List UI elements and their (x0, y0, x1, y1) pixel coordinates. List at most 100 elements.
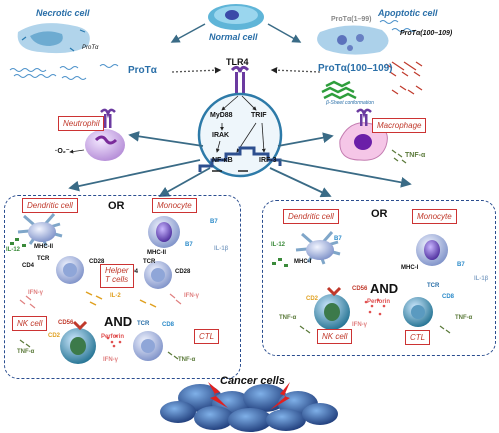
left-ctl-tnf-label: TNF-α (178, 357, 196, 363)
left-tcr-a-label: TCR (37, 256, 50, 262)
prota-fragment-marks (385, 61, 423, 95)
left-panel (4, 195, 241, 379)
left-nk-cell-label: NK cell (12, 316, 48, 331)
right-dendritic-cell-label: Dendritic cell (283, 209, 339, 224)
left-tcr-c-label: TCR (137, 321, 150, 327)
left-il2-label: IL-2 (110, 293, 121, 299)
right-il1b-label: IL-1β (474, 276, 489, 282)
right-b7-a-label: B7 (334, 236, 342, 242)
tnf-molecules-right (299, 325, 451, 334)
macrophage-label: Macrophage (372, 118, 427, 133)
left-tcr-b-label: TCR (143, 259, 156, 265)
il12-molecules-right (272, 258, 288, 267)
right-dendritic-cell-icon (295, 231, 341, 265)
left-monocyte-label: Monocyte (152, 198, 197, 213)
right-or-label: OR (371, 208, 388, 220)
irf3-label: IRF-3 (259, 157, 277, 164)
right-perforin-label: Perforin (367, 299, 391, 305)
right-monocyte-label: Monocyte (412, 209, 457, 224)
left-dendritic-cell-label: Dendritic cell (22, 198, 78, 213)
dna-strand-icon (198, 146, 282, 172)
right-tcr-label: TCR (427, 283, 440, 289)
necrotic-cell-icon (17, 23, 90, 54)
left-mhc-ii-a-label: MHC-II (34, 244, 53, 250)
right-ctl-label: CTL (405, 330, 431, 345)
arrow-superoxide (69, 149, 85, 154)
right-nk-cell-icon (314, 286, 350, 330)
right-il12-label: IL-12 (271, 242, 286, 248)
left-perforin-label: Perforin (101, 334, 125, 340)
prota-small-label: ProTα (82, 45, 99, 51)
apoptotic-cell-icon (317, 25, 389, 55)
cancer-cells-label: Cancer cells (220, 375, 285, 387)
arrow-to-left-panel-a (68, 159, 201, 192)
left-monocyte-icon (148, 216, 180, 248)
left-dendritic-cell-icon (17, 213, 63, 247)
right-cd56-label: CD56 (352, 286, 368, 292)
tlr4-receptor-icon (230, 65, 250, 94)
prota-fragment-squiggles (379, 20, 417, 32)
arrow-to-right-panel-b (279, 159, 412, 188)
left-cd8-label: CD8 (162, 322, 175, 328)
left-ctl-icon (133, 331, 163, 361)
nfkb-label: NF-κB (212, 157, 233, 164)
left-ifn-b-label: IFN-γ (184, 293, 199, 299)
tnf-molecules-macrophage (391, 149, 407, 164)
prota-100-109-small-label: ProTα(100–109) (400, 30, 453, 37)
irak-label: IRAK (212, 132, 230, 139)
il2-molecules (85, 291, 157, 308)
right-monocyte-icon (416, 234, 448, 266)
trif-label: TRIF (251, 112, 267, 119)
apoptotic-cell-label: Apoptotic cell (378, 8, 438, 18)
ifn-molecules-left (19, 293, 182, 309)
left-cd28-b-label: CD28 (175, 269, 191, 275)
left-helper-t-cell-b (144, 261, 172, 289)
right-nk-cell-label: NK cell (317, 329, 353, 344)
left-cd4-a-label: CD4 (22, 263, 35, 269)
left-nk-ifn-label: IFN-γ (103, 357, 118, 363)
arrow-to-left-panel-b (158, 167, 211, 197)
right-mhc-i-a-label: MHC-I (294, 259, 312, 265)
perforin-dots-right (364, 298, 386, 316)
arrow-to-neutrophil (128, 131, 204, 147)
prota-label: ProTα (128, 65, 157, 76)
arrow-to-macrophage (277, 132, 334, 147)
myd88-label: MyD88 (210, 112, 233, 119)
left-b7-mid-label: B7 (185, 242, 193, 248)
normal-cell-icon (208, 4, 264, 30)
arrow-prota-to-tlr4 (171, 66, 222, 74)
arrow-normal-to-necrotic (170, 23, 206, 43)
lightning-bolt-right-icon (270, 382, 290, 410)
macrophage-tnf-label: TNF-α (405, 152, 426, 159)
left-cd2-label: CD2 (48, 333, 61, 339)
perforin-dots-left (106, 334, 122, 348)
right-mhc-i-b-label: MHC-I (401, 265, 419, 271)
neutrophil-label: Neutrophil (58, 116, 105, 131)
right-ctl-tnf-label: TNF-α (455, 315, 473, 321)
left-or-label: OR (108, 200, 125, 212)
right-cd2-label: CD2 (306, 296, 319, 302)
arrow-normal-to-apoptotic (267, 23, 302, 43)
superoxide-label: ·O₂⁻ (55, 148, 70, 155)
tnf-molecules-left (19, 339, 179, 360)
beta-sheet-icon (321, 80, 357, 100)
right-ifn-label: IFN-γ (352, 322, 367, 328)
arrow-to-right-panel-a (269, 167, 332, 198)
prota-1-99-label: ProTα(1–99) (331, 16, 372, 23)
right-panel (262, 200, 496, 356)
right-b7-b-label: B7 (457, 262, 465, 268)
left-nk-tnf-label: TNF-α (17, 349, 35, 355)
arrow-prota-fragment-to-tlr4 (270, 66, 321, 74)
right-nk-tnf-label: TNF-α (279, 315, 297, 321)
left-mhc-ii-b-label: MHC-II (147, 250, 166, 256)
neutrophil-icon (85, 108, 125, 161)
helper-t-cells-label: Helper T cells (100, 264, 134, 288)
cancer-cells-icon (160, 384, 338, 432)
left-nk-cell-icon (60, 320, 96, 364)
left-b7-top-label: B7 (210, 219, 218, 225)
tlr4-label: TLR4 (226, 57, 249, 67)
left-cd56-label: CD56 (58, 320, 74, 326)
beta-sheet-label: β-Sheet conformation (326, 100, 374, 106)
left-il12-label: IL-12 (6, 247, 21, 253)
